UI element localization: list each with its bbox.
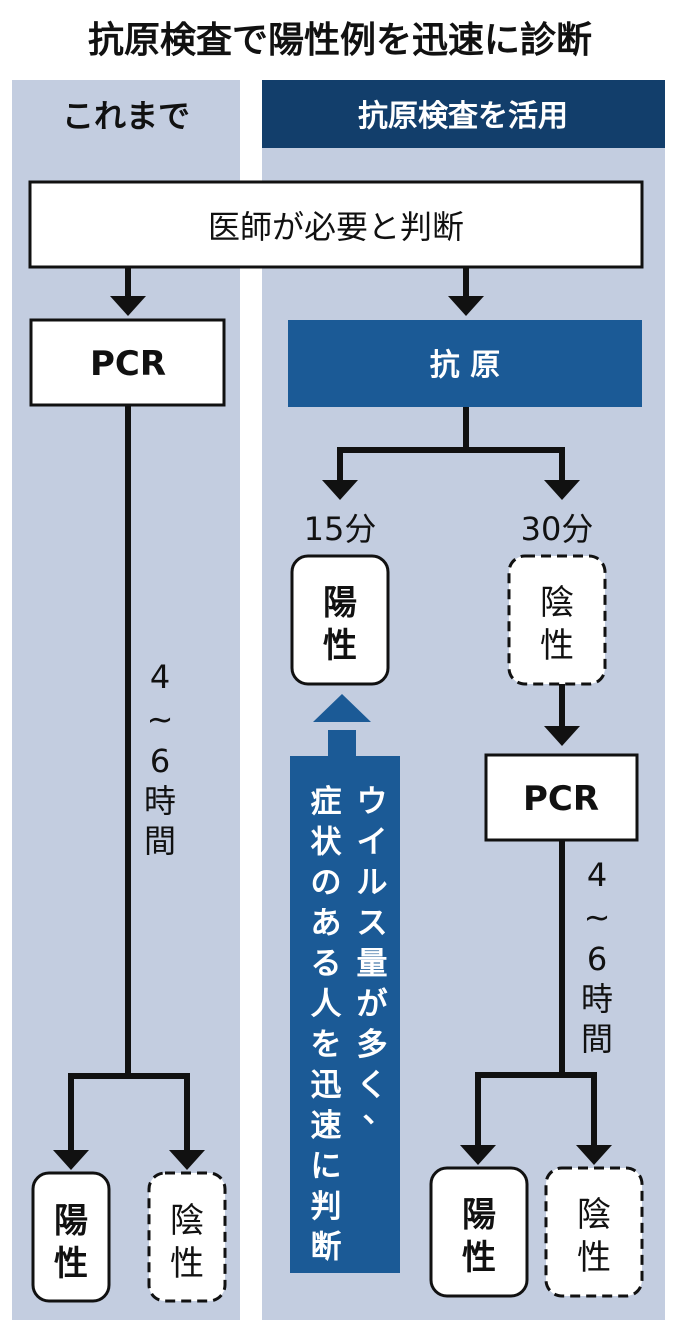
note-char: る: [311, 946, 342, 982]
right-pcr-label: PCR: [523, 779, 599, 819]
left-panel-header: これまで: [62, 97, 190, 135]
note-char: を: [311, 1027, 342, 1063]
note-char: ル: [357, 865, 388, 901]
antigen-box: [288, 320, 642, 407]
rapid-diagnosis-note: [290, 694, 400, 1273]
svg-text:間: 間: [144, 822, 176, 860]
antigen-negative-box: [507, 554, 607, 686]
antigen-positive-box: [290, 554, 390, 686]
note-char: に: [311, 1149, 342, 1185]
note-char: あ: [311, 906, 342, 942]
antigen-negative-char-1: 陰: [540, 583, 574, 623]
svg-text:6: 6: [150, 742, 170, 780]
note-char: 状: [311, 825, 343, 861]
final-positive-char-1: 陽: [462, 1195, 496, 1235]
antigen-positive-char-1: 陽: [323, 583, 357, 623]
note-char: 人: [311, 987, 342, 1023]
note-char: 速: [311, 1108, 342, 1144]
arrow-start-to-pcr: [110, 267, 146, 316]
note-char: 迅: [311, 1068, 342, 1104]
left-pcr-label: PCR: [90, 344, 166, 384]
negative-time-label: 30分: [521, 510, 594, 548]
diagram-title: 抗原検査で陽性例を迅速に診断: [88, 19, 592, 61]
right-panel-header: [262, 80, 665, 148]
note-char: 症: [311, 784, 342, 820]
svg-text:~: ~: [584, 898, 611, 936]
svg-text:4: 4: [150, 658, 170, 696]
antigen-branch: [322, 407, 580, 500]
note-char: イ: [357, 825, 388, 861]
note-char: ス: [357, 906, 388, 942]
antigen-negative-char-2: 性: [540, 626, 574, 666]
note-char: の: [311, 865, 342, 901]
right-panel-header-label: 抗原検査を活用: [358, 99, 568, 134]
note-arrow-up-icon: [313, 694, 371, 722]
left-positive-char-1: 陽: [54, 1201, 88, 1241]
final-positive-box: [429, 1166, 529, 1298]
left-negative-char-1: 陰: [170, 1201, 204, 1241]
svg-text:~: ~: [147, 700, 174, 738]
start-box: [28, 180, 644, 269]
left-positive-box: [31, 1171, 111, 1303]
svg-text:時: 時: [581, 980, 613, 1018]
arrow-start-to-antigen: [448, 267, 484, 316]
note-arrow-shaft: [328, 730, 356, 760]
svg-text:時: 時: [144, 782, 176, 820]
right-duration-label: 4 ~ 6 時 間: [581, 856, 613, 1058]
final-negative-char-1: 陰: [577, 1195, 611, 1235]
note-box: [290, 756, 400, 1273]
antigen-label: 抗 原: [430, 348, 500, 383]
svg-text:間: 間: [581, 1020, 613, 1058]
note-char: 多: [357, 1027, 388, 1063]
right-pcr-box: [484, 753, 639, 842]
left-negative-char-2: 性: [170, 1244, 204, 1284]
note-char: く: [357, 1068, 388, 1104]
note-char: ウ: [357, 784, 388, 820]
arrow-negative-to-pcr: [544, 684, 580, 746]
svg-text:4: 4: [587, 856, 607, 894]
note-char: が: [357, 987, 388, 1023]
final-positive-char-2: 性: [462, 1238, 496, 1278]
final-negative-box: [544, 1166, 644, 1298]
left-branch: [53, 1073, 205, 1170]
final-negative-char-2: 性: [577, 1238, 611, 1278]
note-char: 、: [363, 1094, 394, 1130]
note-char: 量: [357, 946, 388, 982]
left-negative-box: [147, 1171, 227, 1303]
left-positive-char-2: 性: [54, 1244, 88, 1284]
positive-time-label: 15分: [304, 510, 377, 548]
start-box-label: 医師が必要と判断: [208, 208, 464, 246]
note-char: 判: [311, 1189, 342, 1225]
antigen-positive-char-2: 性: [323, 626, 357, 666]
svg-text:6: 6: [587, 940, 607, 978]
left-duration-label: 4 ~ 6 時 間: [144, 658, 176, 860]
right-final-branch: [460, 1072, 612, 1165]
note-char: 断: [311, 1230, 342, 1266]
